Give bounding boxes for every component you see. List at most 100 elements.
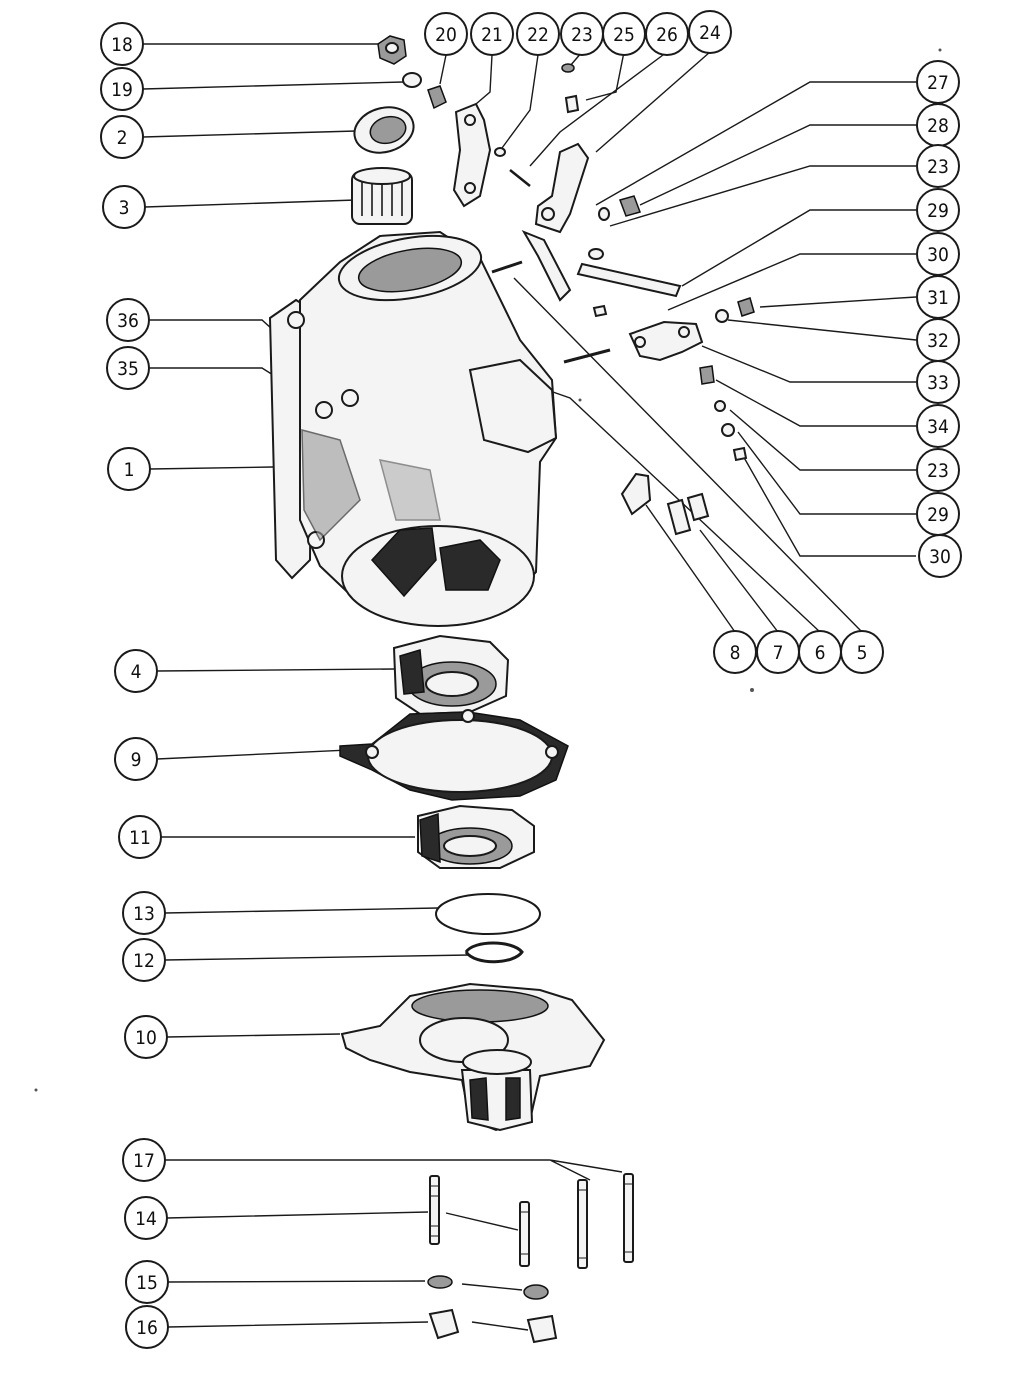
callout-6: 6 <box>798 630 842 674</box>
part-2-seal <box>353 106 415 154</box>
leader-8 <box>645 504 736 633</box>
leader-28 <box>639 124 916 206</box>
callout-number: 32 <box>927 330 949 352</box>
callout-number: 12 <box>133 950 155 972</box>
leader-29a <box>681 209 916 287</box>
leader-17 <box>165 1159 623 1181</box>
callout-number: 27 <box>927 72 949 94</box>
callout-number: 13 <box>133 903 155 925</box>
callout-number: 5 <box>857 642 868 664</box>
callout-circle <box>688 10 732 54</box>
callout-17: 17 <box>122 1138 166 1182</box>
part-6-shaft <box>563 348 611 364</box>
part-30-clip-b <box>732 446 748 462</box>
callout-number: 9 <box>131 749 142 771</box>
leader-2 <box>142 130 357 138</box>
leader-5 <box>513 277 863 633</box>
leader-23c <box>729 409 916 471</box>
callout-18: 18 <box>100 22 144 66</box>
part-30-clip-a <box>592 304 608 318</box>
part-31-nut <box>737 297 755 317</box>
callout-number: 33 <box>927 372 949 394</box>
callout-15: 15 <box>125 1260 169 1304</box>
callout-5: 5 <box>840 630 884 674</box>
callout-number: 8 <box>730 642 741 664</box>
leader-3 <box>144 199 357 208</box>
callout-circle <box>916 188 960 232</box>
leader-30b <box>741 453 916 557</box>
callout-circle <box>918 534 962 578</box>
callout-number: 26 <box>656 24 678 46</box>
callout-11: 11 <box>118 815 162 859</box>
callout-4: 4 <box>114 649 158 693</box>
part-24-shift-lever <box>521 142 590 302</box>
callout-number: 31 <box>927 287 949 309</box>
leader-26 <box>529 51 668 167</box>
callout-circle <box>916 404 960 448</box>
part-26-screw <box>509 169 531 187</box>
callout-number: 18 <box>111 34 133 56</box>
part-29-washer-a <box>588 248 604 260</box>
leader-33 <box>701 345 916 383</box>
callout-16: 16 <box>125 1305 169 1349</box>
leader-12 <box>164 954 471 961</box>
part-9-gasket <box>339 709 569 801</box>
callout-number: 14 <box>135 1208 157 1230</box>
callout-circle <box>645 12 689 56</box>
callout-circle <box>124 1015 168 1059</box>
leader-31 <box>759 296 917 308</box>
callout-36: 36 <box>106 298 150 342</box>
callout-23: 23 <box>560 12 604 56</box>
callout-circle <box>106 346 150 390</box>
part-3-needle-bearing <box>351 167 413 225</box>
leader-13 <box>164 907 439 914</box>
callout-number: 17 <box>133 1150 155 1172</box>
callout-circle <box>118 815 162 859</box>
part-13-o-ring <box>435 893 541 935</box>
callout-number: 28 <box>927 115 949 137</box>
callout-number: 20 <box>435 24 457 46</box>
callout-34: 34 <box>916 404 960 448</box>
leader-29b <box>737 431 916 515</box>
part-14-17-studs <box>429 1173 634 1269</box>
callout-number: 30 <box>927 244 949 266</box>
callout-10: 10 <box>124 1015 168 1059</box>
callout-circle <box>424 12 468 56</box>
callout-circle <box>124 1196 168 1240</box>
part-11-roller-bearing <box>417 804 535 869</box>
callout-number: 35 <box>117 358 139 380</box>
callout-19: 19 <box>100 67 144 111</box>
callout-number: 16 <box>136 1317 158 1339</box>
callout-circle <box>106 298 150 342</box>
leader-25 <box>585 51 625 101</box>
callout-number: 15 <box>136 1272 158 1294</box>
leader-34 <box>715 379 916 427</box>
part-22-pin <box>494 147 506 157</box>
callout-7: 7 <box>756 630 800 674</box>
callout-circle <box>107 447 151 491</box>
callout-35: 35 <box>106 346 150 390</box>
callout-number: 23 <box>571 24 593 46</box>
callout-number: 7 <box>773 642 784 664</box>
callout-number: 23 <box>927 460 949 482</box>
callout-3: 3 <box>102 185 146 229</box>
part-29-washer-b <box>721 423 735 437</box>
callout-30: 30 <box>916 232 960 276</box>
callout-number: 11 <box>129 827 151 849</box>
callout-number: 34 <box>927 416 949 438</box>
callout-1: 1 <box>107 447 151 491</box>
callout-circle <box>516 12 560 56</box>
callout-number: 23 <box>927 156 949 178</box>
leader-19 <box>142 81 404 90</box>
part-4-ball-bearing <box>392 634 510 716</box>
callout-9: 9 <box>114 737 158 781</box>
callout-29: 29 <box>916 188 960 232</box>
leader-21 <box>475 54 493 105</box>
callout-circle <box>122 1138 166 1182</box>
leader-20 <box>439 54 447 85</box>
callout-circle <box>470 12 514 56</box>
callout-26: 26 <box>645 12 689 56</box>
callout-14: 14 <box>124 1196 168 1240</box>
callout-13: 13 <box>122 891 166 935</box>
callout-24: 24 <box>688 10 732 54</box>
